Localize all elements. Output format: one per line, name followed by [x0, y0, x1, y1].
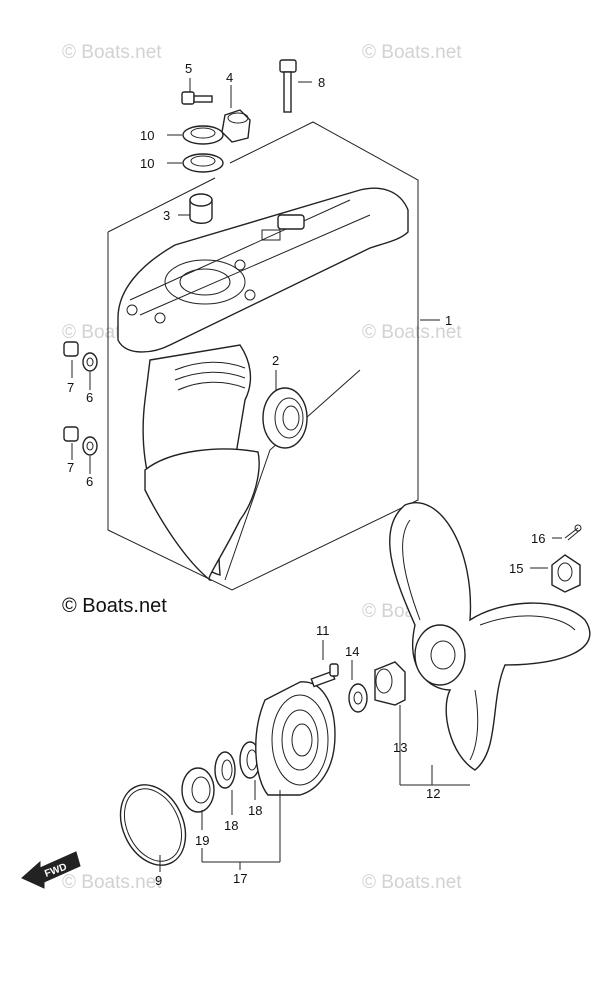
callout-15: 15 — [509, 561, 523, 576]
shaft-hardware-parts-11-13-14 — [310, 661, 406, 713]
callout-18-right: 18 — [248, 803, 262, 818]
o-ring-part-9 — [119, 784, 187, 866]
callout-10-upper: 10 — [140, 128, 154, 143]
watermark-text: © Boats.net — [62, 42, 162, 63]
bolt-part-8 — [279, 59, 297, 113]
callout-16: 16 — [531, 531, 545, 546]
callout-3: 3 — [163, 208, 170, 223]
watermark-text: © Boats.net — [362, 872, 462, 893]
callout-13: 13 — [393, 740, 407, 755]
callout-10-lower: 10 — [140, 156, 154, 171]
propeller-part-12 — [389, 502, 591, 771]
watermark-text: © Boats.net — [362, 42, 462, 63]
callout-17: 17 — [233, 871, 247, 886]
callout-1: 1 — [445, 313, 452, 328]
watermarks: © Boats.net © Boats.net © Boats.net © Bo… — [62, 42, 462, 893]
callout-7-lower: 7 — [67, 460, 74, 475]
callout-11: 11 — [316, 623, 330, 638]
callout-8: 8 — [318, 75, 325, 90]
brand-label: © Boats.net — [62, 595, 167, 617]
callout-19: 19 — [195, 833, 209, 848]
callout-7-upper: 7 — [67, 380, 74, 395]
callout-2: 2 — [272, 353, 279, 368]
leader-lines — [71, 78, 562, 872]
gear-case-part-1 — [117, 187, 409, 581]
callout-5: 5 — [185, 61, 192, 76]
callout-12: 12 — [426, 786, 440, 801]
callout-4: 4 — [226, 70, 233, 85]
callout-9: 9 — [155, 873, 162, 888]
propeller-shaft-carrier — [255, 681, 336, 796]
callout-6-lower: 6 — [86, 474, 93, 489]
watermark-text: © Boats.net — [62, 872, 162, 893]
nut-and-cotter-pin-parts-15-16 — [551, 524, 582, 593]
mount-part-4 — [221, 109, 251, 143]
seal-part-10 — [182, 125, 224, 173]
callout-18-left: 18 — [224, 818, 238, 833]
watermark-text: © Boats.net — [362, 322, 462, 343]
bearing-part-2 — [262, 387, 308, 449]
plug-and-gasket-parts-6-7 — [63, 341, 98, 456]
bushing-part-3 — [189, 193, 213, 224]
callout-6-upper: 6 — [86, 390, 93, 405]
callout-14: 14 — [345, 644, 359, 659]
housing-frame — [107, 121, 419, 591]
bolt-part-5 — [181, 91, 213, 105]
bearing-stack-parts-17-19 — [181, 741, 261, 813]
callout-numbers: 1 2 3 4 5 6 6 7 7 8 9 10 10 11 12 13 14 … — [67, 61, 545, 888]
